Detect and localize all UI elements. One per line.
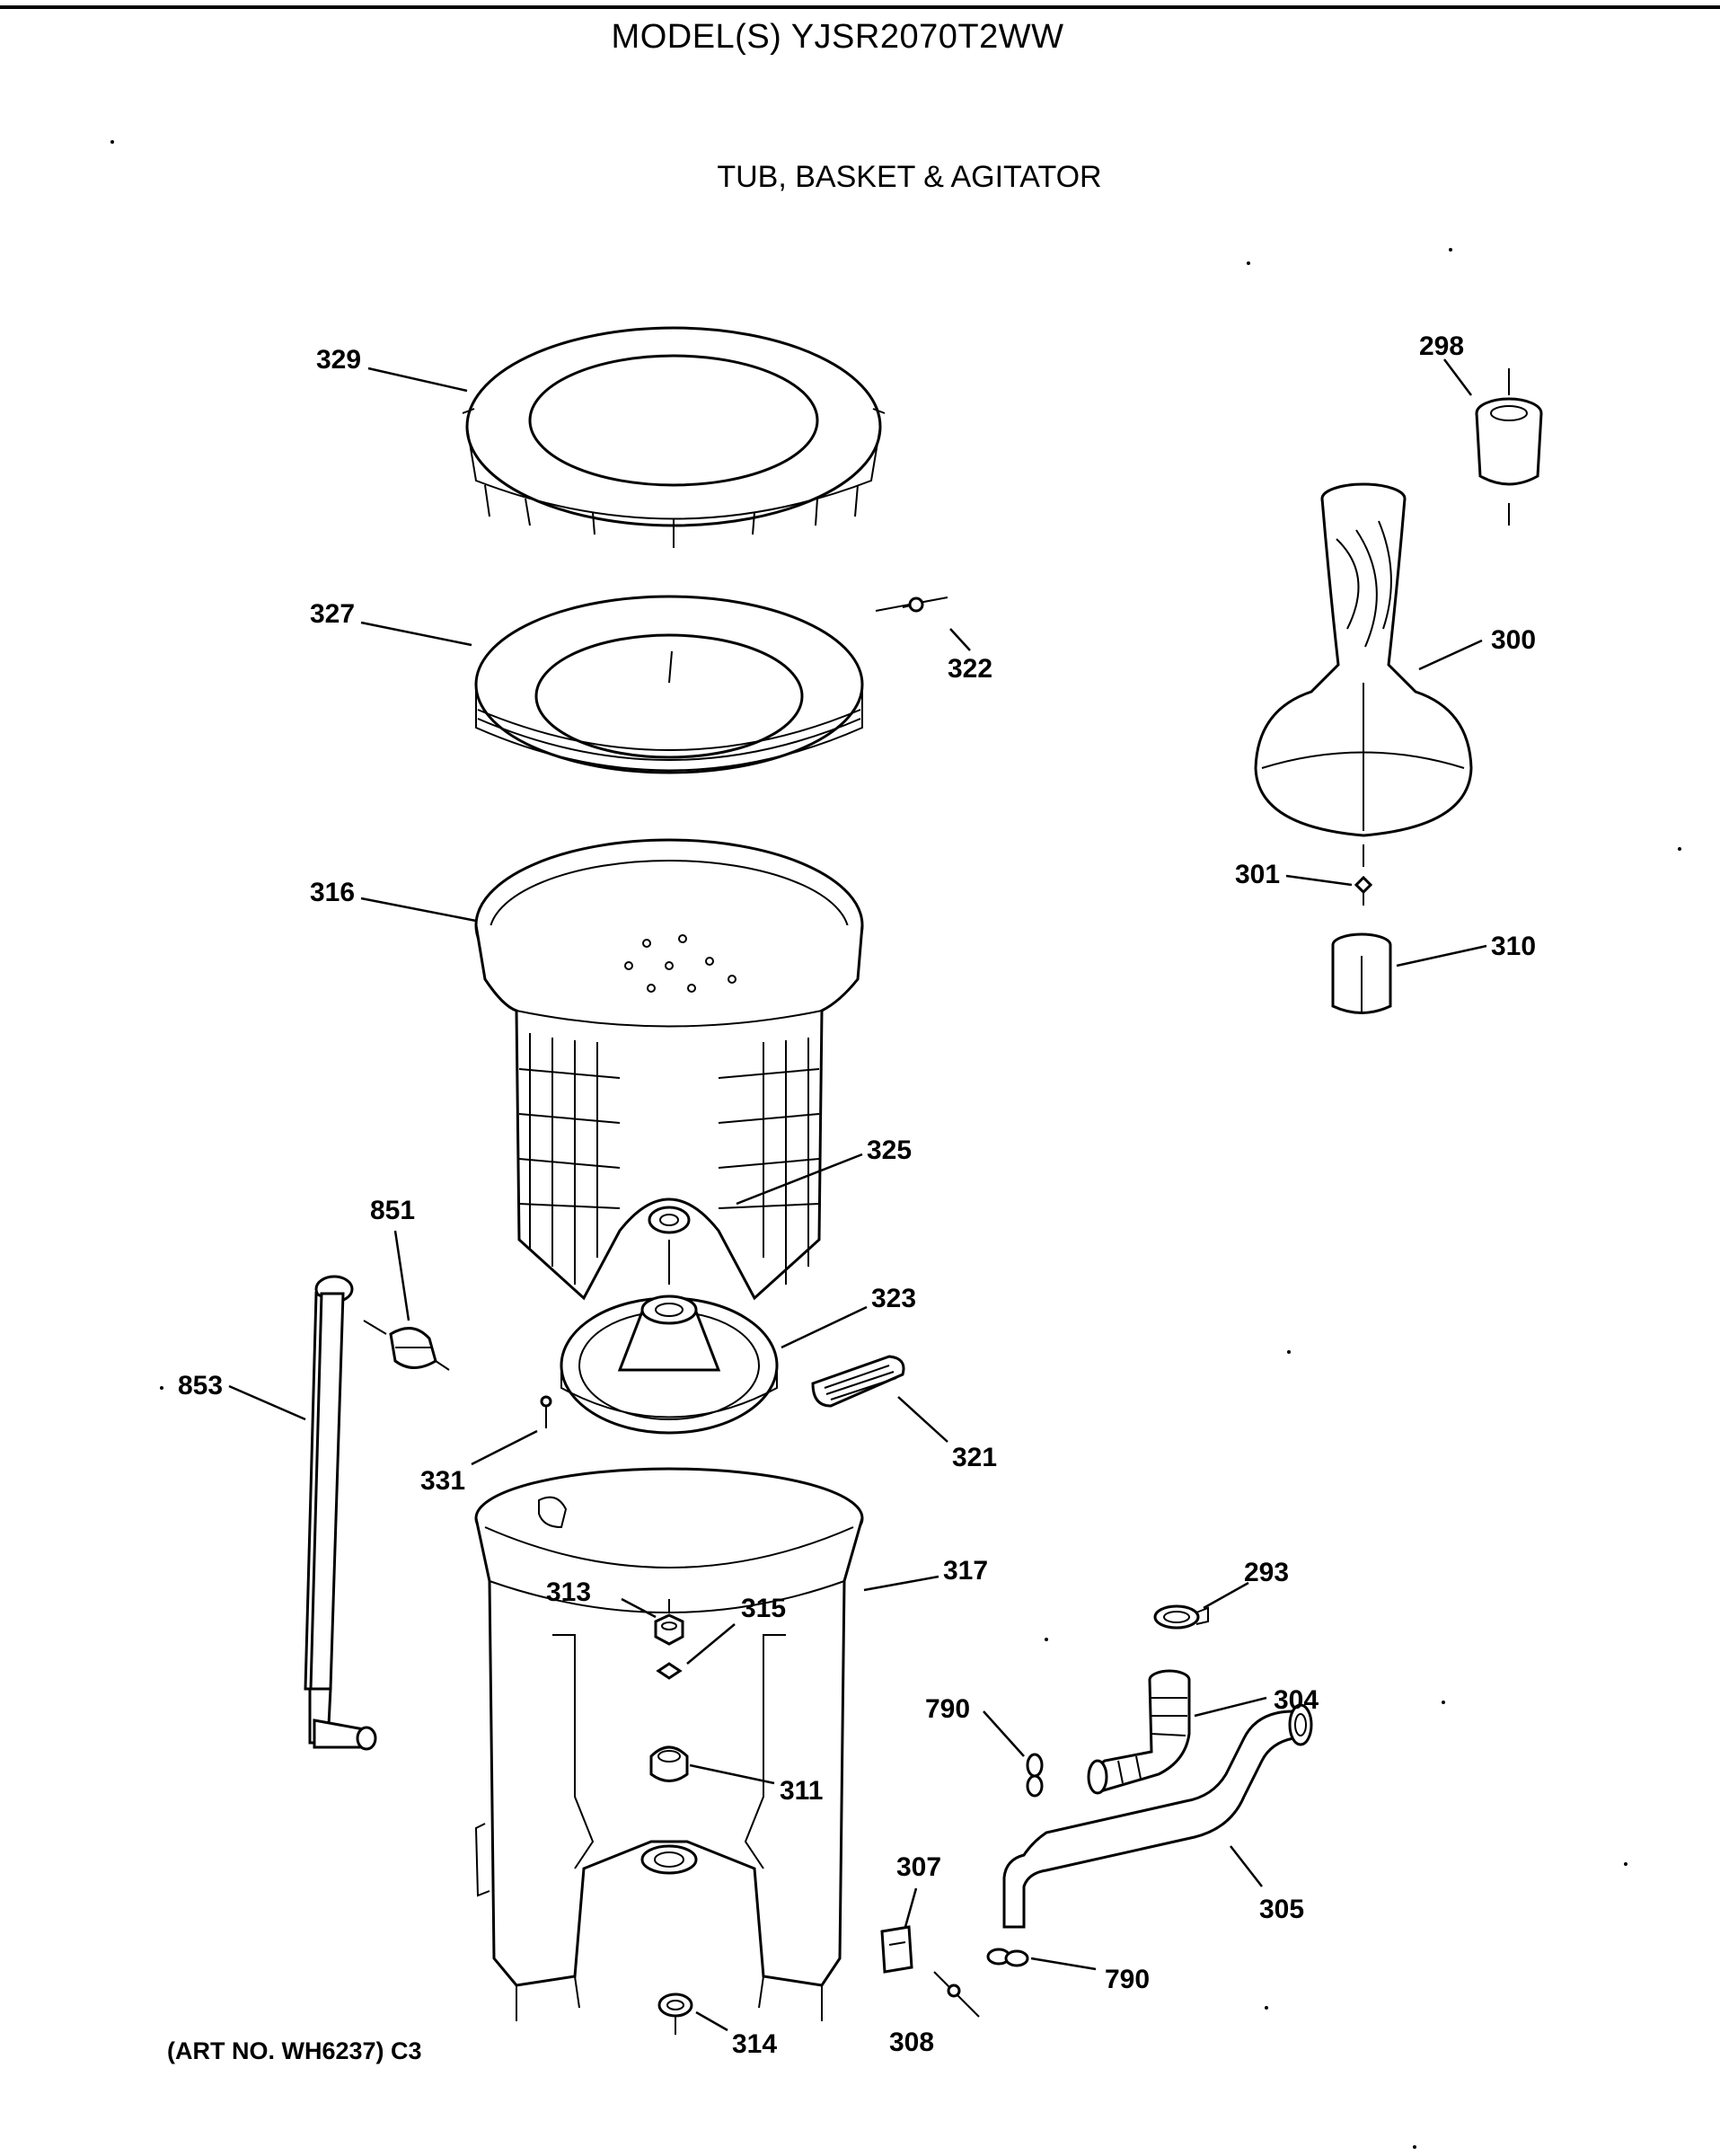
callout-315: 315 bbox=[741, 1594, 786, 1623]
agitator-coupling-part bbox=[1331, 932, 1392, 1014]
bracket-screw-part bbox=[933, 1971, 980, 2018]
hub-screw-part bbox=[540, 1395, 552, 1428]
agitator-cap-part bbox=[1475, 368, 1543, 526]
callout-329: 329 bbox=[316, 345, 361, 375]
callout-314: 314 bbox=[732, 2029, 777, 2059]
callout-308: 308 bbox=[889, 2028, 934, 2057]
callout-304: 304 bbox=[1274, 1685, 1319, 1715]
tub-ring-part bbox=[474, 595, 864, 774]
callout-325: 325 bbox=[867, 1135, 912, 1165]
suspension-rod-part bbox=[304, 1275, 377, 1751]
callout-307: 307 bbox=[896, 1852, 941, 1882]
callout-298: 298 bbox=[1419, 331, 1464, 361]
callout-317: 317 bbox=[943, 1556, 988, 1586]
callout-323: 323 bbox=[871, 1284, 916, 1313]
pump-hose-part bbox=[1087, 1669, 1191, 1795]
callout-316: 316 bbox=[310, 878, 355, 907]
callout-331: 331 bbox=[420, 1466, 465, 1496]
callout-313: 313 bbox=[546, 1577, 591, 1607]
tub-cover-part bbox=[462, 326, 886, 539]
top-rule bbox=[0, 5, 1720, 9]
art-number: (ART NO. WH6237) C3 bbox=[167, 2037, 422, 2064]
callout-790-upper: 790 bbox=[925, 1694, 970, 1724]
section-title: TUB, BASKET & AGITATOR bbox=[717, 160, 1102, 194]
agitator-screw-part bbox=[1354, 875, 1373, 906]
callout-301: 301 bbox=[1235, 860, 1280, 889]
gasket-part bbox=[657, 1993, 693, 2018]
hose-clip-upper-part bbox=[1026, 1753, 1044, 1798]
model-title: MODEL(S) YJSR2070T2WW bbox=[611, 18, 1064, 56]
callout-311: 311 bbox=[780, 1776, 823, 1806]
callout-790-lower: 790 bbox=[1105, 1965, 1150, 1994]
callout-322: 322 bbox=[948, 654, 992, 684]
hose-clamp-part bbox=[1153, 1604, 1209, 1630]
drain-hose-part bbox=[1002, 1703, 1313, 1929]
callout-300: 300 bbox=[1491, 625, 1536, 655]
callout-853: 853 bbox=[178, 1371, 223, 1401]
hub-part bbox=[560, 1294, 779, 1435]
lint-filter-part bbox=[811, 1355, 905, 1408]
washer-part bbox=[656, 1662, 683, 1680]
callout-305: 305 bbox=[1259, 1895, 1304, 1924]
agitator-part bbox=[1254, 482, 1473, 837]
callout-321: 321 bbox=[952, 1443, 997, 1472]
callout-293: 293 bbox=[1244, 1558, 1289, 1587]
nut-part bbox=[654, 1613, 684, 1646]
outer-tub-part bbox=[474, 1467, 864, 2021]
seal-part bbox=[649, 1745, 689, 1782]
basket-part bbox=[474, 838, 864, 1301]
callout-327: 327 bbox=[310, 599, 355, 629]
bracket-part bbox=[880, 1925, 913, 1974]
hose-clip-lower-part bbox=[986, 1948, 1029, 1967]
damper-cap-part bbox=[363, 1320, 450, 1371]
callout-851: 851 bbox=[370, 1196, 415, 1225]
callout-310: 310 bbox=[1491, 932, 1536, 961]
screw-part bbox=[875, 596, 948, 613]
